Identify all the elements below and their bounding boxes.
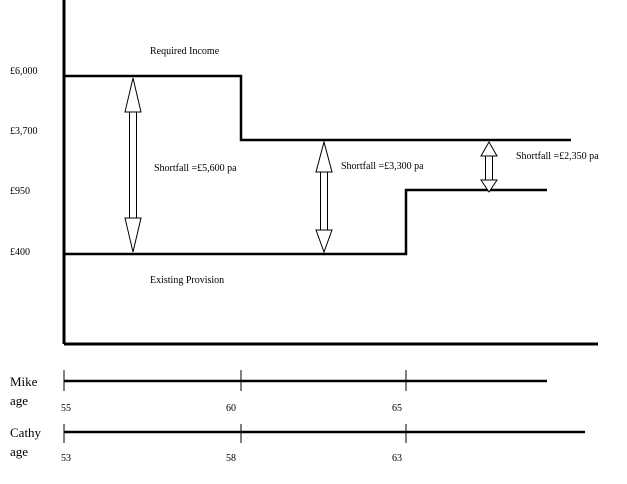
cathy-tick-label-63: 63 bbox=[392, 453, 402, 464]
y-tick-label-6000: £6,000 bbox=[10, 66, 38, 77]
shortfall-arrow-3 bbox=[480, 140, 498, 193]
shortfall-label-1: Shortfall =£5,600 pa bbox=[154, 163, 237, 174]
mike-tick-label-65: 65 bbox=[392, 403, 402, 414]
cathy-age-word: age bbox=[10, 444, 28, 459]
y-tick-label-950: £950 bbox=[10, 186, 30, 197]
cathy-tick-label-58: 58 bbox=[226, 453, 236, 464]
y-tick-label-3700: £3,700 bbox=[10, 126, 38, 137]
mike-timeline: Mike age 55 60 65 bbox=[10, 370, 547, 414]
existing-provision-label: Existing Provision bbox=[150, 275, 224, 286]
cathy-timeline: Cathy age 53 58 63 bbox=[10, 424, 585, 464]
mike-tick-label-60: 60 bbox=[226, 403, 236, 414]
required-income-label: Required Income bbox=[150, 46, 220, 57]
required-income-line bbox=[64, 74, 571, 142]
shortfall-label-2: Shortfall =£3,300 pa bbox=[341, 161, 424, 172]
y-tick-label-400: £400 bbox=[10, 247, 30, 258]
cathy-tick-label-53: 53 bbox=[61, 453, 71, 464]
mike-name: Mike bbox=[10, 374, 38, 389]
existing-provision-line bbox=[64, 188, 547, 256]
mike-tick-label-55: 55 bbox=[61, 403, 71, 414]
shortfall-label-3: Shortfall =£2,350 pa bbox=[516, 151, 599, 162]
cathy-name: Cathy bbox=[10, 425, 42, 440]
shortfall-arrow-2 bbox=[315, 140, 333, 254]
mike-age-word: age bbox=[10, 393, 28, 408]
shortfall-arrow-1 bbox=[124, 77, 142, 253]
